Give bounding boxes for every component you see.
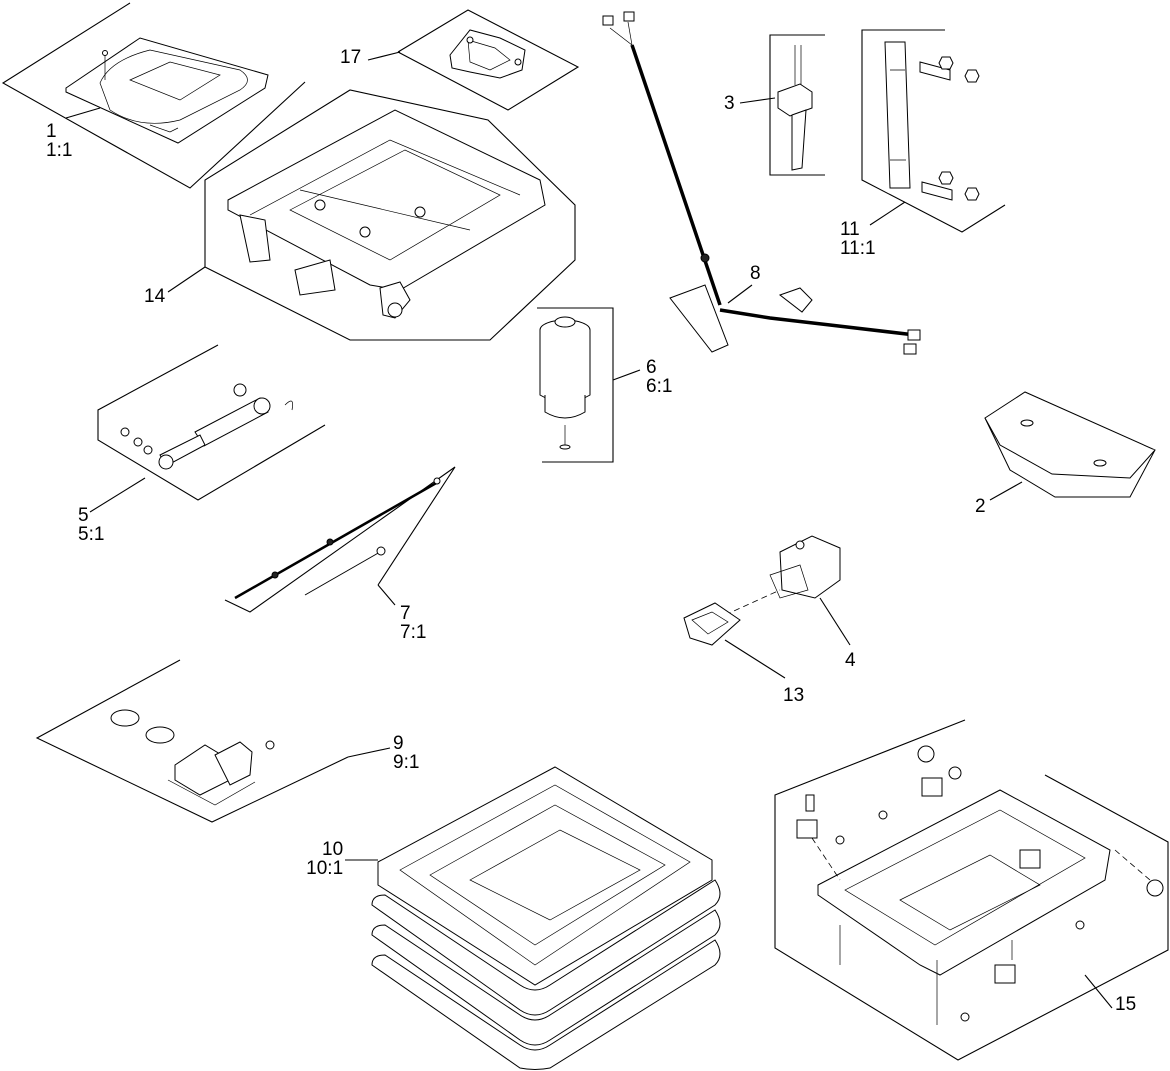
callout-6-scale: 6:1: [646, 376, 673, 397]
part-1-seat-plate: [1, 2, 306, 189]
callout-6-number: 6: [646, 357, 657, 378]
part-3-sensor: [739, 34, 825, 176]
part-17-bracket: [367, 9, 580, 111]
part-2-cushion: [984, 391, 1156, 501]
part-9-motor: [35, 659, 391, 823]
callout-4: 4: [845, 651, 856, 670]
callout-10-scale: 10:1: [306, 858, 344, 879]
callout-7-number: 7: [400, 603, 411, 624]
callout-10: 10 10:1: [304, 840, 343, 878]
callout-14-number: 14: [144, 286, 166, 307]
callout-8: 8: [750, 264, 761, 283]
callout-1: 1 1:1: [46, 122, 72, 160]
callout-3: 3: [724, 94, 735, 113]
callout-2: 2: [975, 497, 986, 516]
callout-5-scale: 5:1: [78, 524, 105, 545]
callout-4-number: 4: [845, 650, 856, 671]
callout-13: 13: [783, 686, 804, 705]
callout-17: 17: [340, 48, 361, 67]
callout-9-scale: 9:1: [393, 752, 420, 773]
part-10-bellows: [345, 766, 721, 1070]
callout-5: 5 5:1: [78, 506, 104, 544]
callout-11-number: 11: [840, 219, 860, 240]
callout-3-number: 3: [724, 93, 735, 114]
part-5-shock: [89, 344, 326, 513]
part-14-frame: [167, 89, 576, 341]
callout-11-scale: 11:1: [840, 238, 876, 259]
part-8-harness: [602, 11, 921, 355]
part-6-air-spring: [537, 307, 641, 463]
callout-15: 15: [1115, 995, 1136, 1014]
callout-10-number: 10: [322, 839, 344, 860]
part-15-base: [774, 719, 1169, 1061]
part-4-valve: [724, 535, 851, 646]
callout-6: 6 6:1: [646, 358, 672, 396]
callout-7: 7 7:1: [400, 604, 426, 642]
callout-9: 9 9:1: [393, 734, 419, 772]
callout-5-number: 5: [78, 505, 89, 526]
callout-2-number: 2: [975, 496, 986, 517]
part-11-straps: [861, 29, 1006, 233]
part-7-cable: [224, 466, 456, 613]
callout-9-number: 9: [393, 733, 404, 754]
callout-11: 11 11:1: [840, 220, 876, 258]
callout-17-number: 17: [340, 47, 362, 68]
callout-1-scale: 1:1: [46, 140, 73, 161]
callout-15-number: 15: [1115, 994, 1137, 1015]
callout-7-scale: 7:1: [400, 622, 427, 643]
callout-8-number: 8: [750, 263, 761, 284]
callout-14: 14: [144, 287, 165, 306]
callout-13-number: 13: [783, 685, 805, 706]
part-13-handle: [683, 602, 786, 679]
callout-1-number: 1: [46, 121, 57, 142]
